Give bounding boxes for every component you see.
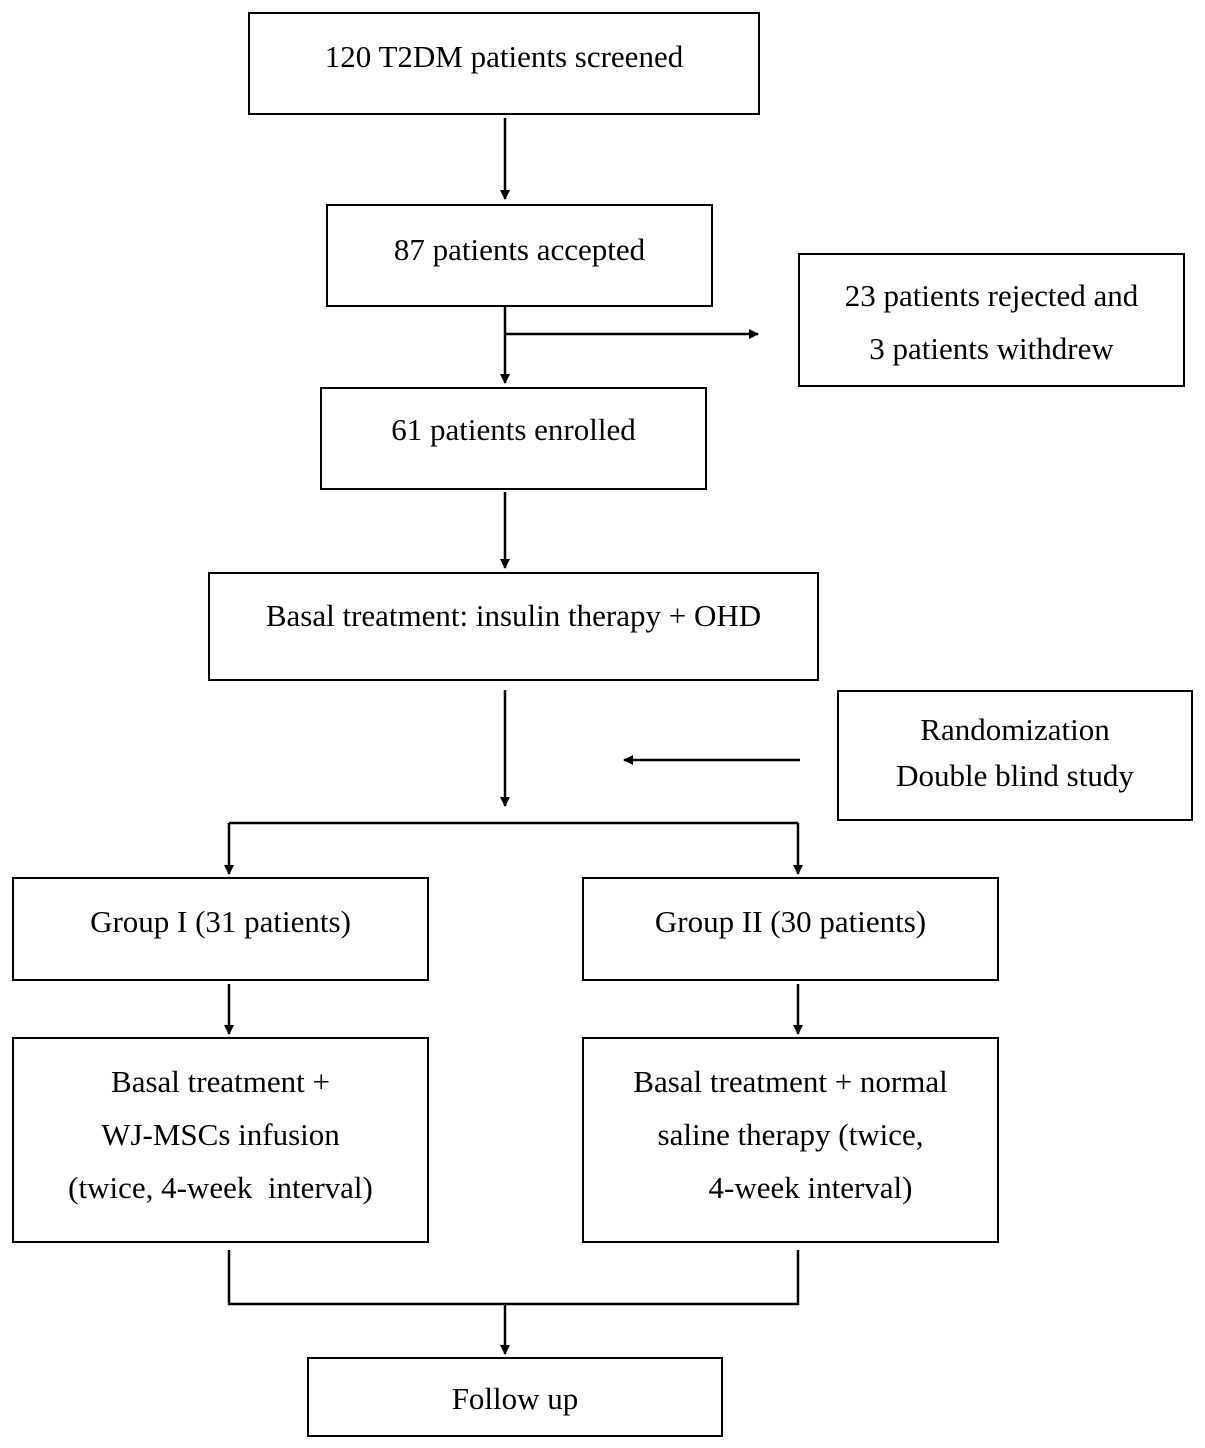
group1-treatment-line-1: Basal treatment + (111, 1064, 330, 1099)
screened-box: 120 T2DM patients screened (248, 12, 760, 115)
group1-treatment-line-2: WJ-MSCs infusion (101, 1117, 340, 1152)
group2-box: Group II (30 patients) (582, 877, 999, 981)
merge-line (227, 1250, 800, 1306)
randomization-text-line-1: Randomization (920, 712, 1110, 747)
followup-text: Follow up (451, 1381, 579, 1416)
accepted-text: 87 patients accepted (393, 232, 646, 267)
accepted-box: 87 patients accepted (326, 204, 713, 307)
basal-treatment-box: Basal treatment: insulin therapy + OHD (208, 572, 819, 681)
followup-box: Follow up (307, 1357, 723, 1437)
group1-treatment-box: Basal treatment + WJ-MSCs infusion (twic… (12, 1037, 429, 1243)
group2-treatment-line-1: Basal treatment + normal (633, 1064, 948, 1099)
randomization-text-line-2: Double blind study (896, 758, 1134, 793)
group2-treatment-line-3: 4-week interval) (708, 1170, 913, 1205)
group1-treatment-line-3: (twice, 4-week interval) (68, 1170, 373, 1205)
basal-treatment-text: Basal treatment: insulin therapy + OHD (265, 598, 762, 633)
rejected-text-line-1: 23 patients rejected and (844, 278, 1139, 313)
rejected-box: 23 patients rejected and 3 patients with… (798, 253, 1185, 387)
screened-text: 120 T2DM patients screened (324, 39, 684, 74)
randomization-box: Randomization Double blind study (837, 690, 1193, 821)
group1-box: Group I (31 patients) (12, 877, 429, 981)
group1-text: Group I (31 patients) (90, 904, 351, 939)
enrolled-text: 61 patients enrolled (391, 412, 636, 447)
enrolled-box: 61 patients enrolled (320, 387, 707, 490)
group2-treatment-box: Basal treatment + normal saline therapy … (582, 1037, 999, 1243)
rejected-text-line-2: 3 patients withdrew (869, 331, 1114, 366)
group2-text: Group II (30 patients) (654, 904, 927, 939)
group2-treatment-line-2: saline therapy (twice, (657, 1117, 924, 1152)
